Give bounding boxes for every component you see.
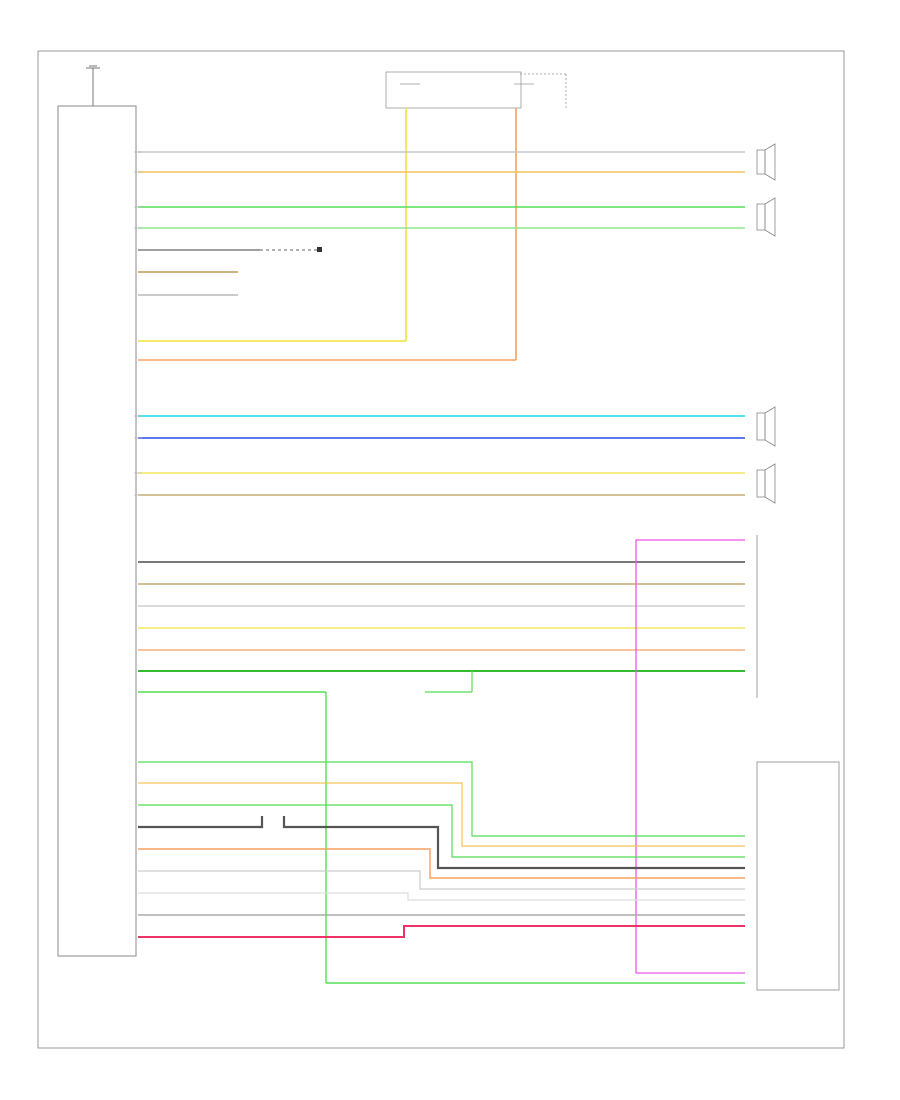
speaker-lr [756, 463, 776, 504]
fuse-box [385, 71, 567, 109]
wire-bot-4b [282, 816, 745, 870]
radio-module [57, 105, 137, 957]
speaker-lf [756, 143, 776, 181]
wire-magenta-loop [635, 539, 745, 974]
wire-bot-6 [138, 870, 745, 890]
wire-bot-1 [138, 761, 745, 837]
radio-pins [134, 151, 142, 496]
page-frame [37, 50, 845, 1049]
wire-bot-9 [138, 925, 745, 938]
wire-bot-5 [138, 848, 745, 879]
amplifier-box [756, 761, 840, 991]
wire-bot-2 [138, 782, 745, 847]
ground-terminal [317, 247, 322, 252]
antenna-symbol [86, 65, 100, 106]
wire-bot-4a [138, 816, 264, 829]
speaker-rf [756, 197, 776, 237]
wire-bot-3 [138, 804, 745, 858]
wire-bot-7 [138, 892, 745, 901]
speaker-rr [756, 406, 776, 447]
